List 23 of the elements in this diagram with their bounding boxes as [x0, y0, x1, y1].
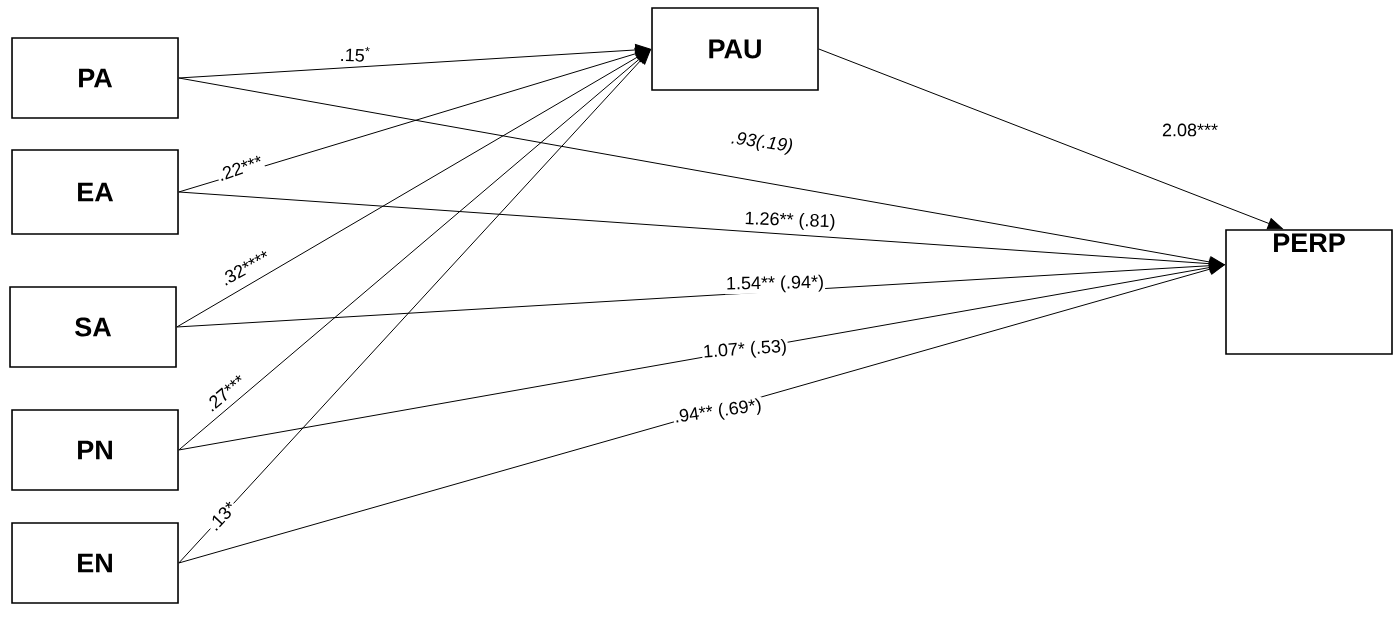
arrow [178, 49, 651, 451]
arrow [178, 77, 1225, 268]
variable-box: PA [11, 37, 179, 119]
variable-box: PAU [651, 7, 819, 91]
variable-box: EN [11, 522, 179, 604]
edge-label: 1.54** (.94*) [724, 273, 826, 295]
arrow [178, 263, 1225, 564]
edge-label: .15$^{*}$ [338, 44, 372, 64]
edge-label: 2.08*** [1161, 122, 1220, 138]
arrow [176, 49, 651, 328]
variable-box: SA [9, 286, 177, 368]
variable-box: PERP [1225, 229, 1393, 355]
edge-label: .22*** [214, 153, 266, 183]
edge-label: .93(.19) [729, 129, 795, 157]
variable-box: PN [11, 409, 179, 491]
arrow [178, 44, 651, 79]
edge-label: 1.26** (.81) [743, 210, 837, 232]
arrow [818, 48, 1283, 230]
arrow [178, 49, 651, 564]
variable-box: EA [11, 149, 179, 235]
edge-label: 1.07* (.53) [701, 337, 789, 363]
edge-label: .94** (.69*) [672, 396, 764, 428]
edge-label: .13* [205, 498, 239, 534]
